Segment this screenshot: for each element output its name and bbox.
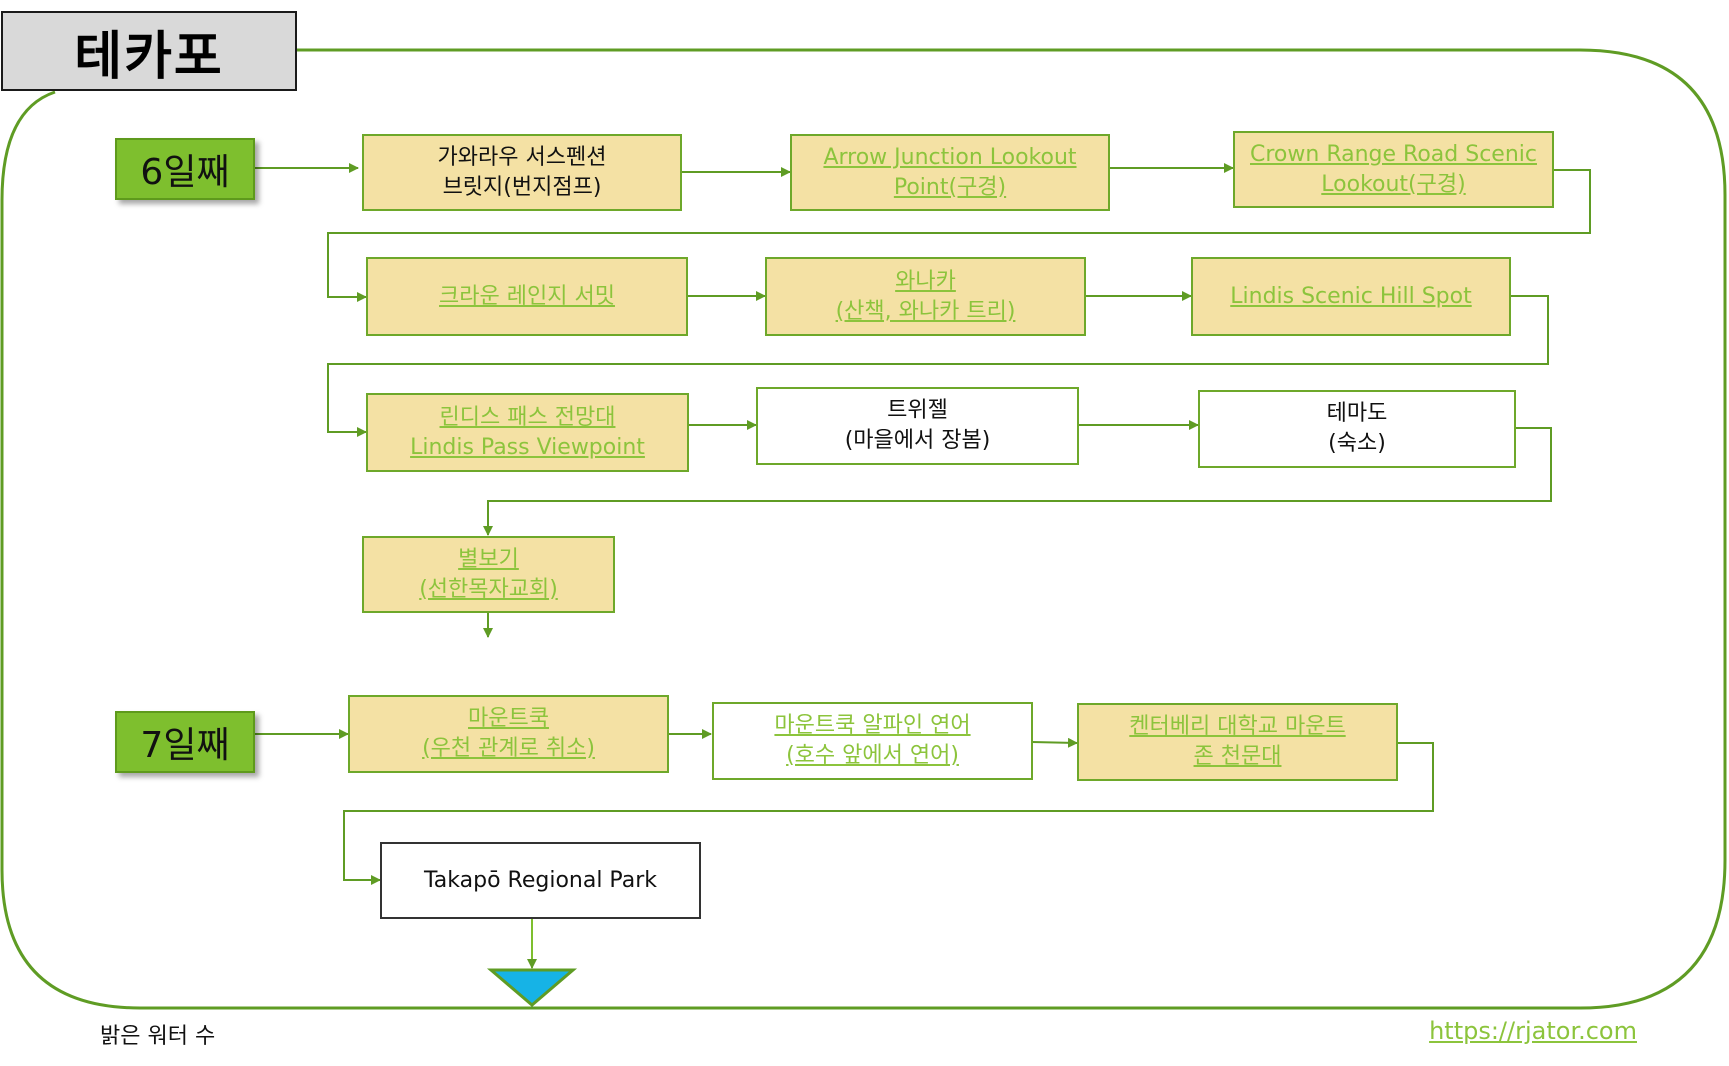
node-link-line[interactable]: Lindis Scenic Hill Spot (1230, 283, 1472, 309)
node-link-line[interactable]: (호수 앞에서 연어) (786, 743, 959, 768)
day-badge-6: 6일째 (115, 138, 255, 200)
node-stargazing[interactable]: 별보기 (선한목자교회) (362, 536, 615, 613)
connector (327, 295, 1549, 437)
node-kawarau-bridge: 가와라우 서스펜션 브릿지(번지점프) (362, 134, 682, 211)
day-badge-7: 7일째 (115, 711, 255, 773)
node-link-line[interactable]: 별보기 (458, 546, 519, 572)
node-link-line[interactable]: Lookout(구경) (1321, 171, 1466, 197)
node-link-line[interactable]: (산책, 와나카 트리) (835, 298, 1016, 324)
node-line: (마을에서 장봄) (844, 428, 991, 453)
node-alpine-salmon[interactable]: 마운트쿡 알파인 연어 (호수 앞에서 연어) (712, 702, 1033, 780)
connector (327, 169, 1591, 302)
node-line: (숙소) (1328, 431, 1386, 456)
node-line: 가와라우 서스펜션 (437, 144, 607, 170)
node-observatory[interactable]: 켄터베리 대학교 마운트 존 천문대 (1077, 703, 1398, 781)
node-crown-range-summit[interactable]: 크라운 레인지 서밋 (366, 257, 688, 336)
end-triangle-icon (486, 968, 578, 1007)
node-link-line[interactable]: (우천 관계로 취소) (422, 736, 595, 761)
node-link-line[interactable]: 켄터베리 대학교 마운트 (1129, 714, 1346, 739)
node-mount-cook[interactable]: 마운트쿡 (우천 관계로 취소) (348, 695, 669, 773)
site-link[interactable]: https://rjator.com (1429, 1017, 1637, 1045)
connector (483, 427, 1552, 536)
node-link-line[interactable]: 존 천문대 (1193, 744, 1282, 769)
node-takapo-park: Takapō Regional Park (380, 842, 701, 919)
node-arrow-junction[interactable]: Arrow Junction Lookout Point(구경) (790, 134, 1110, 211)
node-lindis-pass[interactable]: 린디스 패스 전망대 Lindis Pass Viewpoint (366, 393, 689, 472)
node-line: 브릿지(번지점프) (442, 174, 602, 200)
node-link-line[interactable]: Point(구경) (893, 174, 1007, 200)
node-line: Takapō Regional Park (424, 867, 657, 893)
node-wanaka[interactable]: 와나카 (산책, 와나카 트리) (765, 257, 1086, 336)
node-twizel: 트위젤 (마을에서 장봄) (756, 387, 1079, 465)
node-link-line[interactable]: 크라운 레인지 서밋 (439, 283, 615, 309)
page-title: 테카포 (1, 11, 297, 91)
connector (1031, 737, 1078, 748)
connector (343, 742, 1434, 885)
node-link-line[interactable]: (선한목자교회) (419, 576, 558, 602)
node-lindis-scenic[interactable]: Lindis Scenic Hill Spot (1191, 257, 1511, 336)
node-link-line[interactable]: Crown Range Road Scenic (1250, 141, 1537, 167)
node-link-line[interactable]: Arrow Junction Lookout (823, 144, 1077, 170)
node-link-line[interactable]: 마운트쿡 알파인 연어 (774, 713, 971, 738)
node-line: 트위젤 (887, 398, 948, 423)
frame-border (0, 48, 1727, 1010)
node-crown-range[interactable]: Crown Range Road Scenic Lookout(구경) (1233, 131, 1554, 208)
node-link-line[interactable]: Lindis Pass Viewpoint (410, 434, 645, 460)
author-signature: 밝은 워터 수 (100, 1024, 216, 1049)
node-link-line[interactable]: 마운트쿡 (468, 706, 549, 731)
node-link-line[interactable]: 와나카 (895, 268, 956, 294)
node-link-line[interactable]: 린디스 패스 전망대 (439, 404, 616, 430)
node-temado: 테마도 (숙소) (1198, 390, 1516, 468)
node-line: 테마도 (1326, 401, 1388, 426)
